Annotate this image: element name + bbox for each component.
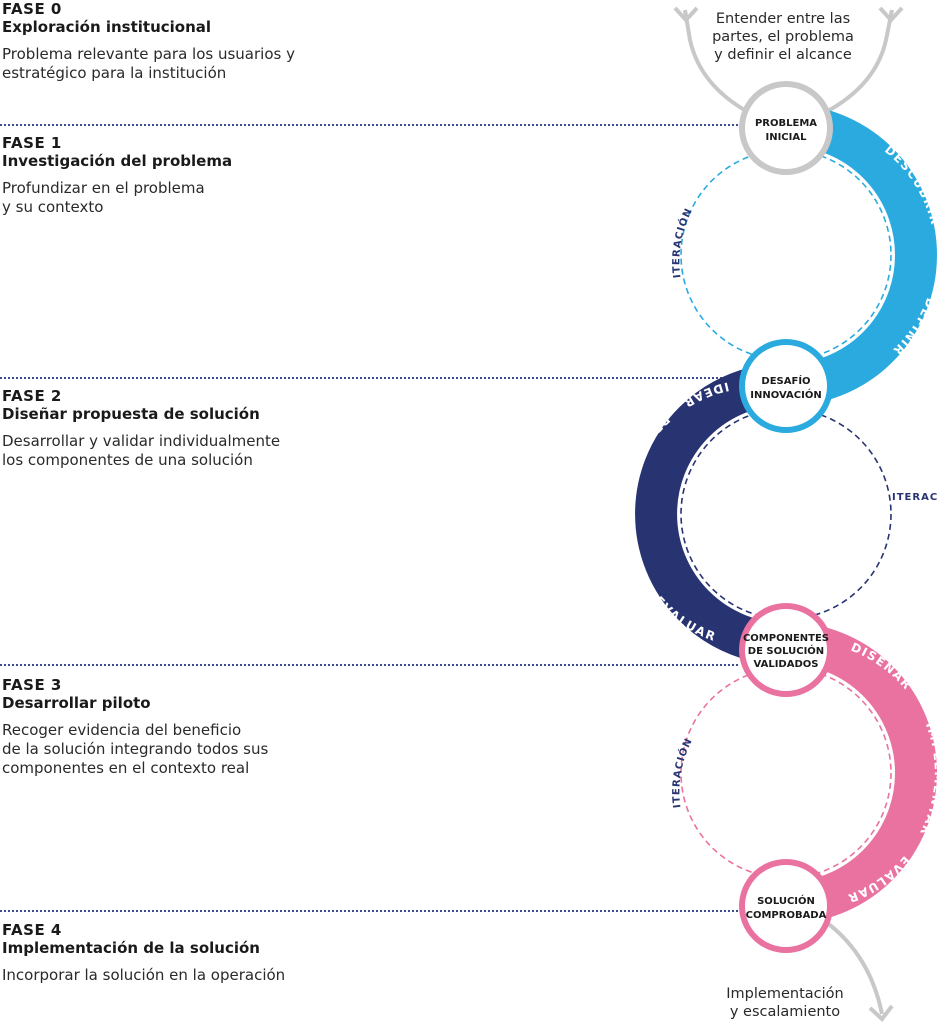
iteration-label-2: ITERACIÓN [892,490,937,503]
phase-title: Desarrollar piloto [2,694,151,712]
phase-divider [0,664,738,666]
node-solucion-comprobada: SOLUCIÓN COMPROBADA [739,859,833,953]
band-navy [635,363,787,665]
iteration-circle-pink [680,667,892,879]
funnel-line-right [825,9,894,114]
phase-divider [0,910,738,912]
exit-arrow [824,920,884,1015]
phase-description: Profundizar en el problema y su contexto [2,179,205,216]
phase-label: FASE 0 [2,0,62,18]
node-label: INICIAL [766,132,808,143]
phase-divider [0,377,738,379]
phase-label: FASE 3 [2,676,62,694]
phase-title: Investigación del problema [2,152,233,170]
funnel-cap-left [673,6,699,23]
phase-label: FASE 1 [2,134,62,152]
band-cyan [785,104,937,406]
phase-divider [0,124,738,126]
funnel-cap-right [878,6,904,23]
funnel-line-left [683,9,749,114]
iteration-label-1: ITERACIÓN [671,206,694,278]
svg-text:ITERACIÓN: ITERACIÓN [892,490,937,503]
node-label: DE SOLUCIÓN [748,644,824,657]
phase-title: Diseñar propuesta de solución [2,405,260,423]
top-note: Entender entre las partes, el problema y… [712,11,854,63]
phase-description: Incorporar la solución en la operación [2,966,286,984]
phase-title: Implementación de la solución [2,939,260,957]
node-label: DESAFÍO [761,374,810,387]
iteration-circle-navy [680,408,892,620]
phase-description: Desarrollar y validar individualmente lo… [2,432,281,469]
node-label: INNOVACIÓN [750,388,821,401]
phase-label: FASE 2 [2,387,62,405]
node-label: SOLUCIÓN [757,894,815,907]
phase-title: Exploración institucional [2,18,212,36]
phase-1: FASE 1 Investigación del problema Profun… [2,134,602,217]
phase-4: FASE 4 Implementación de la solución Inc… [2,921,602,985]
node-label: VALIDADOS [754,659,819,670]
band-pink [785,622,937,924]
phase-0: FASE 0 Exploración institucional Problem… [2,0,602,83]
phase-2: FASE 2 Diseñar propuesta de solución Des… [2,387,602,470]
node-label: COMPONENTES [743,633,829,644]
node-label: COMPROBADA [746,910,827,921]
phase-label: FASE 4 [2,921,62,939]
iteration-circle-cyan [680,149,892,361]
node-desafio-innovacion: DESAFÍO INNOVACIÓN [739,339,833,433]
node-label: PROBLEMA [755,118,817,129]
exit-arrowhead [868,1004,894,1022]
phase-3: FASE 3 Desarrollar piloto Recoger eviden… [2,676,602,778]
bottom-note: Implementación y escalamiento [726,986,844,1020]
node-problema-inicial: PROBLEMA INICIAL [739,81,833,175]
node-componentes-validados: COMPONENTES DE SOLUCIÓN VALIDADOS [739,603,833,697]
phase-description: Problema relevante para los usuarios y e… [2,45,295,82]
svg-text:ITERACIÓN: ITERACIÓN [671,206,695,278]
phase-description: Recoger evidencia del beneficio de la so… [2,721,269,777]
